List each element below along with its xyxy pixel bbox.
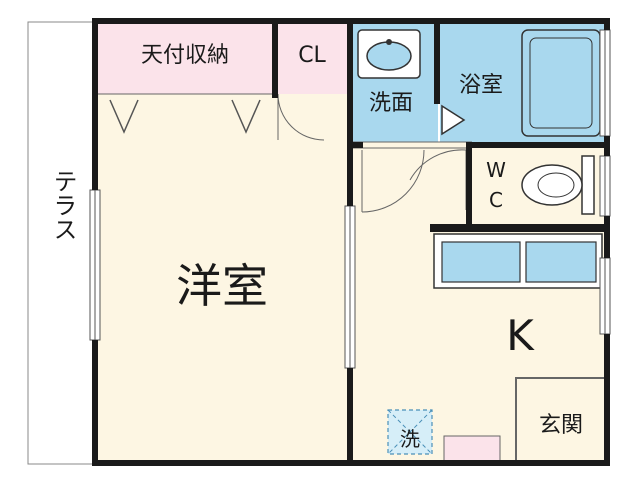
corridor-door xyxy=(361,149,425,213)
kitchen-counter xyxy=(433,233,603,289)
window-kitchen xyxy=(599,257,611,335)
entrance-label: 玄関 xyxy=(539,413,583,438)
washer-label: 洗 xyxy=(400,427,420,451)
western-room-floor xyxy=(96,94,350,462)
toilet-icon xyxy=(521,155,595,215)
overhead-storage-label: 天付収納 xyxy=(141,43,229,68)
closet xyxy=(278,22,350,94)
closet-door xyxy=(277,93,325,141)
washer-space xyxy=(387,409,433,455)
bathroom-label: 浴室 xyxy=(459,73,503,98)
washroom-label: 洗面 xyxy=(369,91,413,116)
western-room-label: 洋室 xyxy=(176,259,268,313)
bathtub-icon xyxy=(521,29,601,137)
window-terrace xyxy=(89,189,101,341)
storage-opening-marks xyxy=(109,99,139,134)
terrace: テラス xyxy=(27,21,95,465)
kitchen-label: K xyxy=(506,311,535,360)
window-toilet xyxy=(599,155,611,217)
sliding-door-room xyxy=(344,205,356,369)
washbasin-icon xyxy=(357,29,421,79)
washroom-door-mark xyxy=(441,104,466,136)
entrance-mat xyxy=(443,435,501,463)
closet-label: CL xyxy=(298,43,326,68)
window-bath xyxy=(599,29,611,137)
toilet-w-label: W xyxy=(486,158,506,182)
terrace-label: テラス xyxy=(49,169,77,241)
overhead-storage xyxy=(96,22,274,94)
toilet-c-label: C xyxy=(489,188,503,212)
walls xyxy=(92,18,610,466)
